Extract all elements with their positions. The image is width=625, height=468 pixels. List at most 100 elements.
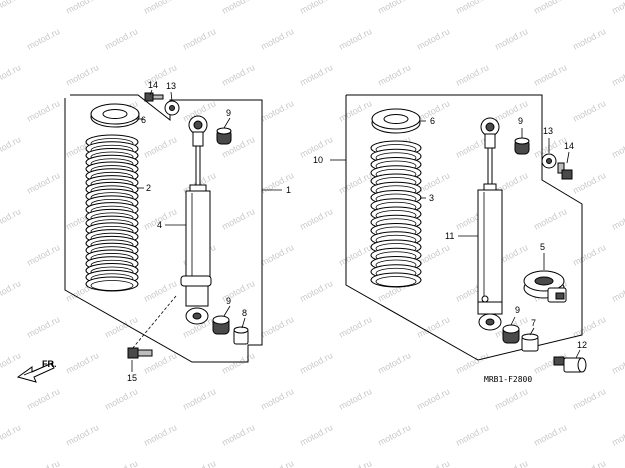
watermark-text: motod.ru <box>454 0 490 16</box>
watermark-text: motod.ru <box>493 26 529 52</box>
watermark-text: motod.ru <box>337 458 373 468</box>
watermark-text: motod.ru <box>64 62 100 88</box>
spring-seat-6-left <box>90 103 140 128</box>
watermark-text: motod.ru <box>0 422 22 448</box>
watermark-text: motod.ru <box>259 242 295 268</box>
diagram-code: MRB1-F2800 <box>484 375 532 384</box>
watermark-text: motod.ru <box>220 206 256 232</box>
watermark-text: motod.ru <box>454 62 490 88</box>
watermark-text: motod.ru <box>259 458 295 468</box>
watermark-text: motod.ru <box>571 386 607 412</box>
watermark-text: motod.ru <box>64 422 100 448</box>
left-assembly-frame <box>64 94 263 363</box>
callout-10: 10 <box>313 155 323 165</box>
watermark-text: motod.ru <box>220 0 256 16</box>
watermark-text: motod.ru <box>25 98 61 124</box>
watermark-text: motod.ru <box>532 206 568 232</box>
watermark-text: motod.ru <box>532 0 568 16</box>
watermark-text: motod.ru <box>454 350 490 376</box>
watermark-text: motod.ru <box>25 386 61 412</box>
watermark-text: motod.ru <box>571 242 607 268</box>
watermark-text: motod.ru <box>298 62 334 88</box>
callout-8: 8 <box>242 308 247 318</box>
spring-2-left <box>85 134 139 292</box>
watermark-text: motod.ru <box>298 206 334 232</box>
callout-9-right-lower: 9 <box>515 305 520 315</box>
callout-3: 3 <box>429 193 434 203</box>
watermark-text: motod.ru <box>415 26 451 52</box>
callout-1: 1 <box>286 185 291 195</box>
watermark-text: motod.ru <box>376 0 412 16</box>
callout-14-left: 14 <box>148 80 158 90</box>
bolt-14-left <box>144 92 164 102</box>
watermark-text: motod.ru <box>181 26 217 52</box>
watermark-text: motod.ru <box>142 422 178 448</box>
watermark-text: motod.ru <box>64 0 100 16</box>
watermark-text: motod.ru <box>298 422 334 448</box>
watermark-text: motod.ru <box>64 350 100 376</box>
washer-13-left <box>164 100 180 116</box>
watermark-text: motod.ru <box>220 350 256 376</box>
front-direction-arrow: FR. <box>16 359 57 383</box>
watermark-text: motod.ru <box>298 278 334 304</box>
bushing-9-left-lower <box>212 315 230 335</box>
watermark-text: motod.ru <box>493 386 529 412</box>
watermark-text: motod.ru <box>610 350 625 376</box>
watermark-text: motod.ru <box>142 134 178 160</box>
watermark-text: motod.ru <box>298 0 334 16</box>
callout-14-right: 14 <box>564 141 574 151</box>
watermark-text: motod.ru <box>103 386 139 412</box>
watermark-text: motod.ru <box>0 134 22 160</box>
callout-5: 5 <box>540 242 545 252</box>
spring-coil-inner <box>90 280 134 291</box>
bushing-9-right-upper <box>514 137 530 155</box>
watermark-text: motod.ru <box>337 386 373 412</box>
callout-11: 11 <box>445 231 454 241</box>
spring-coil-inner <box>375 276 417 287</box>
spring-seat-6-right <box>371 108 421 134</box>
watermark-text: motod.ru <box>610 278 625 304</box>
watermark-text: motod.ru <box>610 422 625 448</box>
washer-13-right <box>541 153 557 169</box>
callout-6-right: 6 <box>430 116 435 126</box>
watermark-text: motod.ru <box>259 314 295 340</box>
watermark-text: motod.ru <box>103 458 139 468</box>
watermark-text: motod.ru <box>259 98 295 124</box>
callout-9-left-upper: 9 <box>226 108 231 118</box>
damper-11 <box>477 117 503 331</box>
pin-12 <box>553 356 587 373</box>
watermark-text: motod.ru <box>337 98 373 124</box>
bolt-14-right <box>557 162 573 180</box>
adjuster-5 <box>523 270 567 303</box>
watermark-text: motod.ru <box>142 0 178 16</box>
spring-3-right <box>370 140 422 288</box>
watermark-text: motod.ru <box>0 350 22 376</box>
watermark-text: motod.ru <box>103 26 139 52</box>
watermark-text: motod.ru <box>25 242 61 268</box>
callout-7: 7 <box>531 318 536 328</box>
watermark-text: motod.ru <box>415 386 451 412</box>
bushing-9-left-upper <box>216 127 232 145</box>
callout-4: 4 <box>157 220 162 230</box>
callout-6-left: 6 <box>141 115 146 125</box>
watermark-text: motod.ru <box>571 98 607 124</box>
right-assembly-frame <box>345 94 583 361</box>
watermark-text: motod.ru <box>571 458 607 468</box>
callout-9-left-lower: 9 <box>226 296 231 306</box>
watermark-text: motod.ru <box>376 422 412 448</box>
left-assembly <box>64 89 282 372</box>
watermark-text: motod.ru <box>181 458 217 468</box>
bolt-15 <box>127 347 153 359</box>
collar-8 <box>233 326 249 345</box>
watermark-text: motod.ru <box>610 0 625 16</box>
damper-4 <box>180 115 212 325</box>
watermark-text: motod.ru <box>376 350 412 376</box>
watermark-text: motod.ru <box>415 458 451 468</box>
watermark-text: motod.ru <box>0 206 22 232</box>
watermark-text: motod.ru <box>259 386 295 412</box>
watermark-text: motod.ru <box>337 26 373 52</box>
callout-2: 2 <box>146 183 151 193</box>
right-assembly <box>330 94 587 373</box>
watermark-text: motod.ru <box>493 98 529 124</box>
